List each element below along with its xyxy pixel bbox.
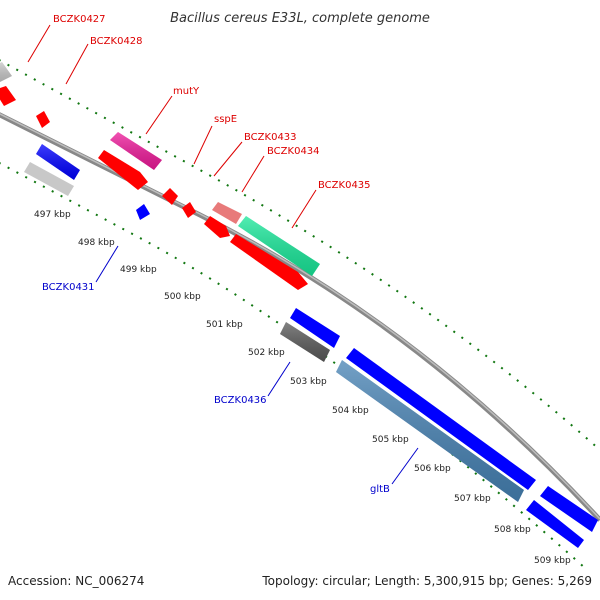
topology-text: Topology: circular; Length: 5,300,915 bp… [261,574,592,588]
gene-blue-right-1[interactable] [540,486,598,532]
gene-label-bczk0436[interactable]: BCZK0436 [214,395,267,406]
minus-strand-genes [24,144,598,548]
gene-red-long-1[interactable] [98,150,148,190]
callout-line [95,245,119,283]
genome-backbone-highlight [0,113,600,520]
gene-red-medium-1[interactable] [204,216,230,238]
gene-label-gltb[interactable]: gltB [370,484,390,495]
kbp-label: 504 kbp [332,406,369,416]
callout-line [145,95,173,135]
kbp-label: 508 kbp [494,525,531,535]
gene-label-bczk0433[interactable]: BCZK0433 [244,132,297,143]
gene-label-bczk0427[interactable]: BCZK0427 [53,14,106,25]
gene-red-small-2[interactable] [182,202,196,218]
kbp-label: 509 kbp [534,556,571,566]
gene-label-muty[interactable]: mutY [173,86,200,97]
kbp-label: 507 kbp [454,494,491,504]
gene-callouts [27,24,419,485]
accession-text: Accession: NC_006274 [8,574,144,588]
gene-sspe[interactable] [162,188,178,205]
callout-line [27,24,51,63]
kbp-label: 498 kbp [78,238,115,248]
gene-bczk0433[interactable] [212,202,242,224]
gene-label-bczk0431[interactable]: BCZK0431 [42,282,95,293]
gene-label-bczk0428[interactable]: BCZK0428 [90,36,143,47]
callout-line [193,125,213,165]
kbp-label: 499 kbp [120,265,157,275]
inner-tick-ring [0,162,586,569]
callout-line [213,141,243,177]
plus-strand-genes [0,62,320,290]
gene-red-small-1[interactable] [36,111,50,128]
gene-gray-1[interactable] [24,162,74,196]
callout-line [65,43,89,85]
outer-tick-ring [0,59,600,451]
map-title: Bacillus cereus E33L, complete genome [170,11,430,26]
gene-bczk0428[interactable] [0,86,16,106]
gene-blue-long[interactable] [346,348,536,490]
kbp-label: 497 kbp [34,210,71,220]
callout-line [391,447,419,485]
gene-bczk0434[interactable] [230,234,308,290]
kbp-label: 501 kbp [206,320,243,330]
kbp-label: 505 kbp [372,435,409,445]
kbp-label: 502 kbp [248,348,285,358]
gene-blue-2[interactable] [290,308,340,348]
gene-bczk0431[interactable] [136,204,150,220]
gene-label-sspe[interactable]: sspE [214,114,237,125]
kbp-label: 500 kbp [164,292,201,302]
kbp-label: 503 kbp [290,377,327,387]
gene-label-bczk0435[interactable]: BCZK0435 [318,180,371,191]
callout-line [291,189,317,229]
callout-line [241,155,265,193]
kbp-label: 506 kbp [414,464,451,474]
gene-label-bczk0434[interactable]: BCZK0434 [267,146,320,157]
gene-blue-right-2[interactable] [526,500,584,548]
kbp-tick-labels: 497 kbp 498 kbp 499 kbp 500 kbp 501 kbp … [34,210,571,566]
gene-labels: BCZK0427 BCZK0428 mutY sspE BCZK0433 BCZ… [42,14,390,495]
callout-line [267,361,291,397]
